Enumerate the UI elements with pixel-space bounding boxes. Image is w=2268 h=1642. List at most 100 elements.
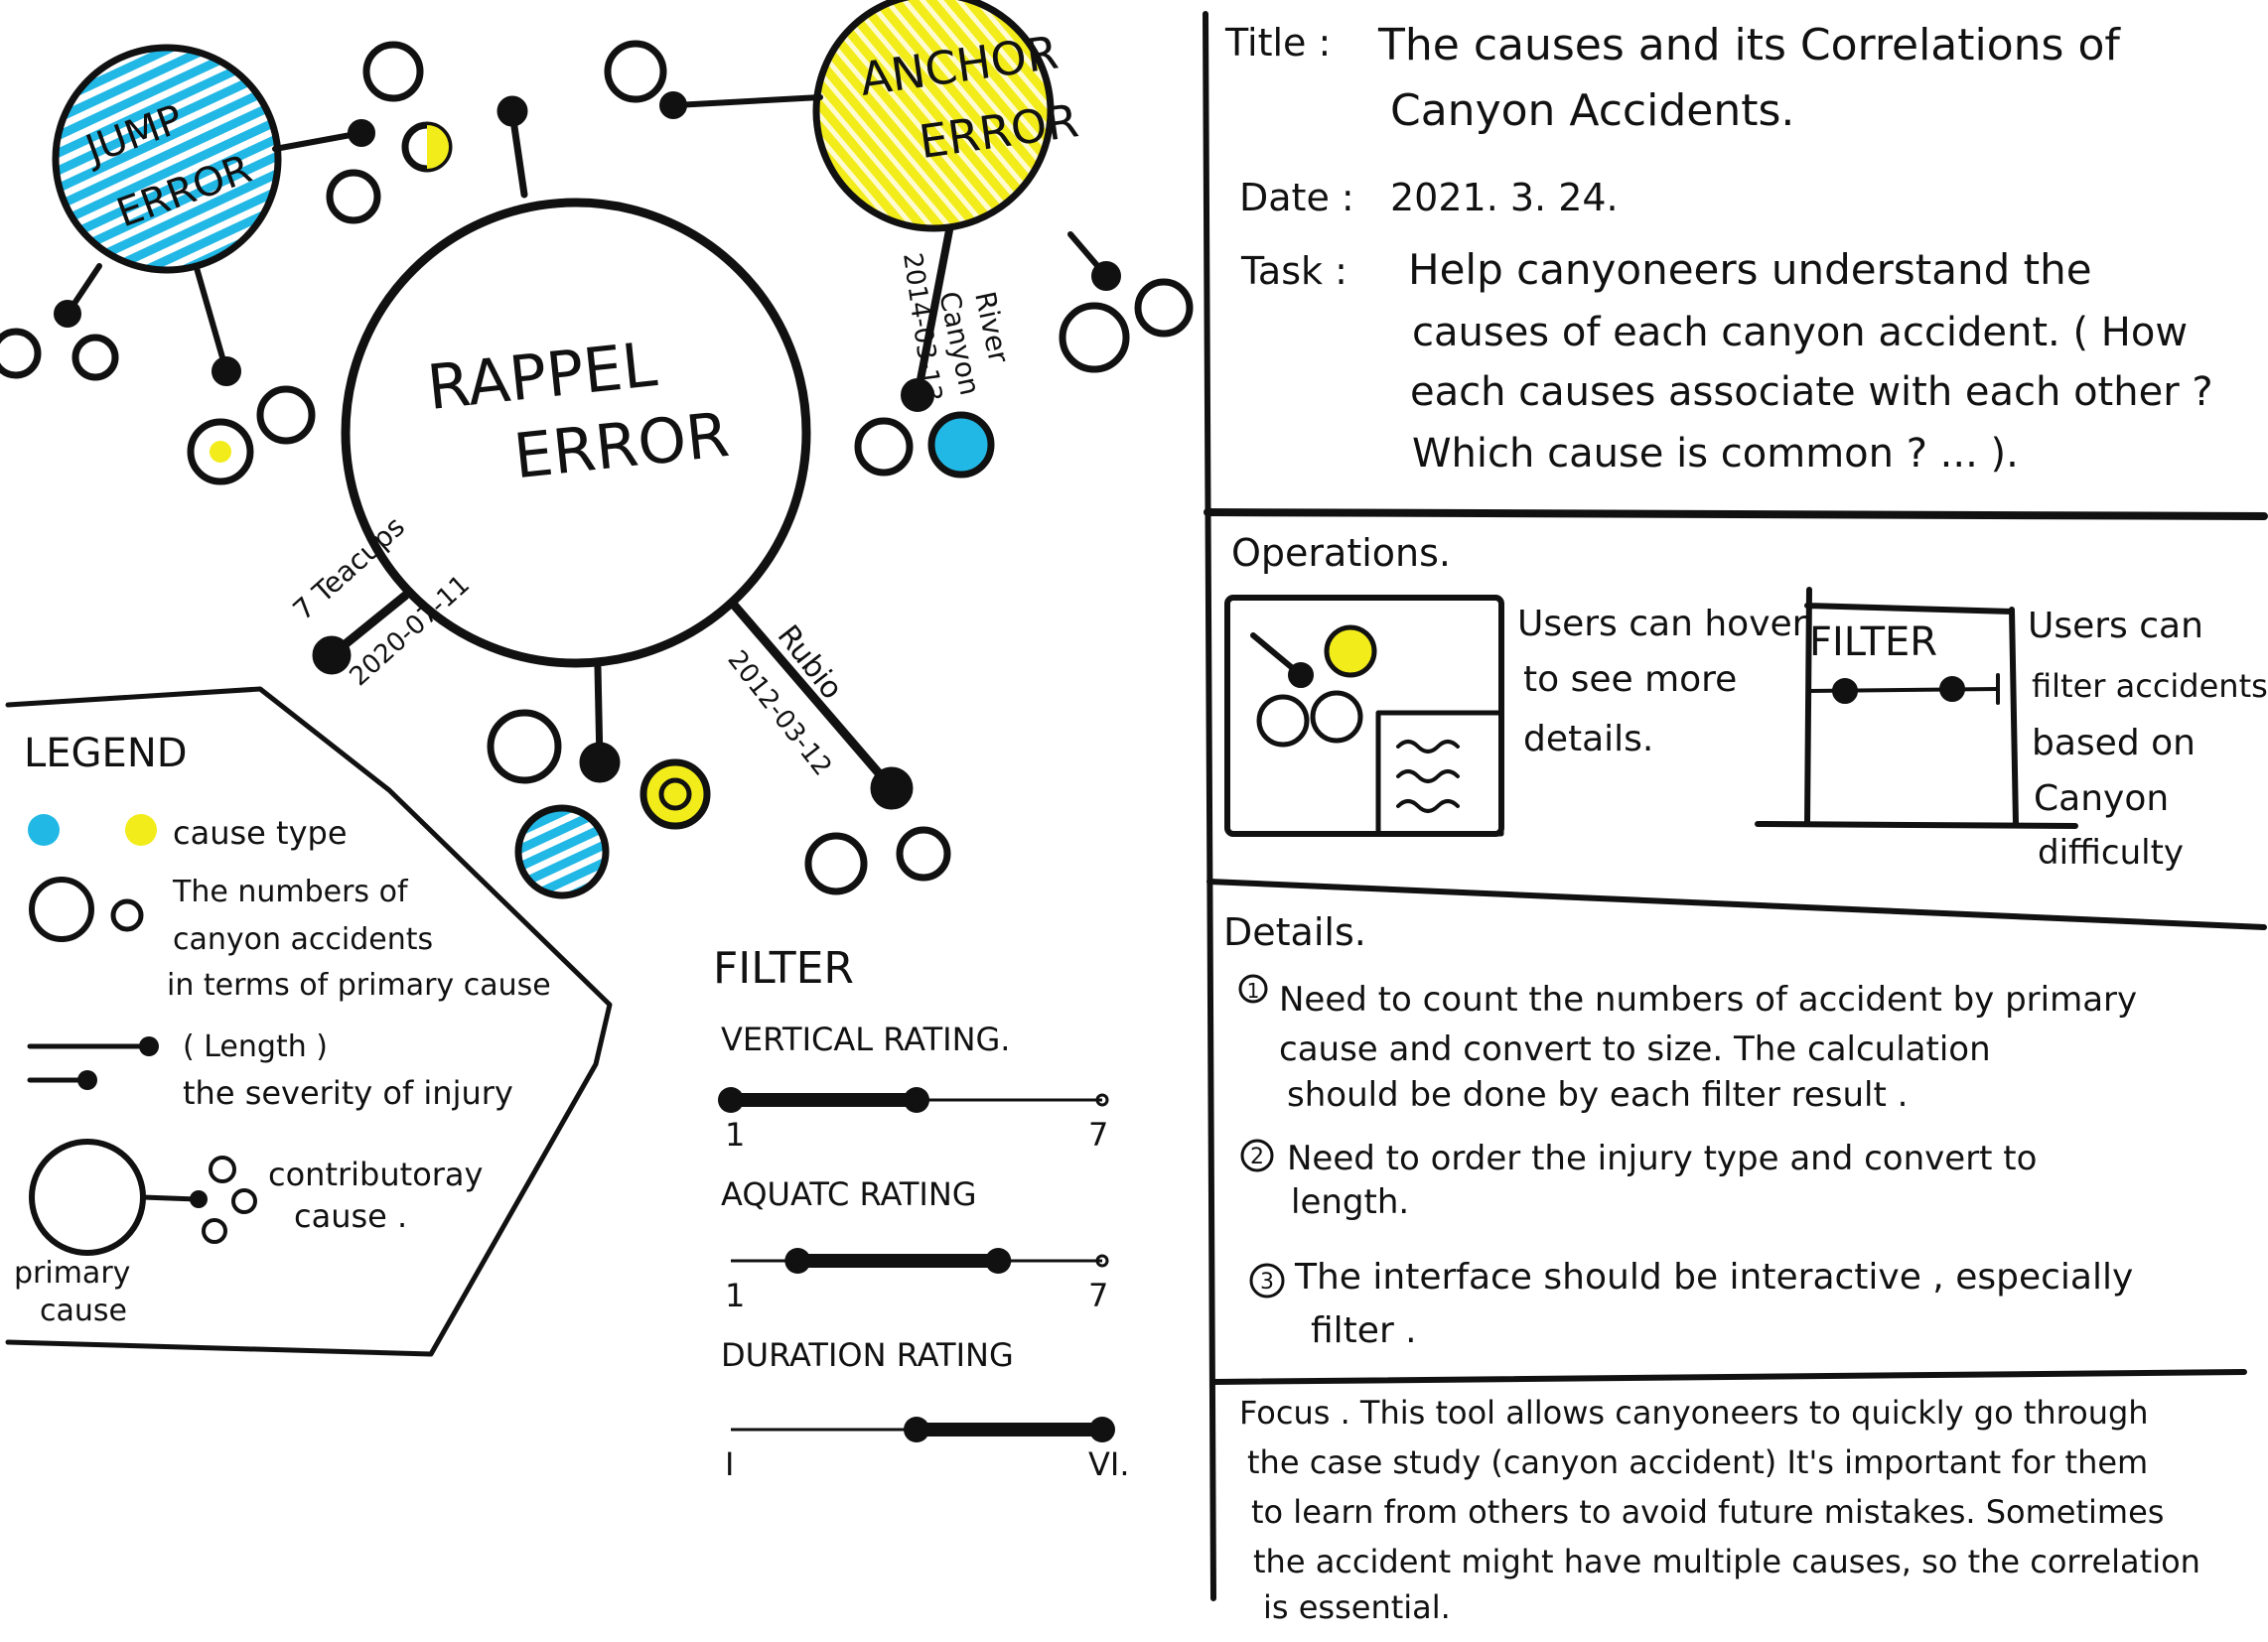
legend-primary-line2: cause	[40, 1294, 127, 1328]
detail-1-line-1: Need to count the numbers of accident by…	[1279, 980, 2137, 1020]
jump-contributory-causes	[0, 41, 453, 485]
contributory-cause-circle[interactable]	[927, 411, 995, 479]
filter-desc-1: Users can	[2028, 606, 2203, 646]
filter-mini-title: FILTER	[1809, 619, 1937, 665]
contributory-cause-circle[interactable]	[487, 709, 562, 784]
contributory-cause-circle[interactable]	[896, 826, 951, 882]
task-line-4: Which cause is common ? ... ).	[1412, 431, 2019, 477]
legend-size-small	[110, 898, 144, 932]
focus-line-4: the accident might have multiple causes,…	[1253, 1543, 2200, 1580]
legend: LEGEND cause type The numbers of canyon …	[5, 686, 613, 1357]
focus-line-2: the case study (canyon accident) It's im…	[1247, 1443, 2148, 1481]
legend-numbers-line3: in terms of primary cause	[167, 968, 551, 1003]
legend-size-large	[29, 877, 94, 942]
anchor-contributory-causes	[604, 40, 1194, 479]
contributory-cause-circle[interactable]	[1059, 302, 1130, 373]
contributory-cause-circle[interactable]	[187, 418, 254, 485]
range-slider-2[interactable]: AQUATC RATING 1 7	[721, 1175, 1109, 1314]
slider-min-handle[interactable]	[718, 1087, 744, 1113]
detail-1-line-3: should be done by each filter result .	[1287, 1075, 1908, 1115]
hover-desc-2: to see more	[1523, 659, 1737, 700]
title-line1: The causes and its Correlations of	[1377, 20, 2121, 70]
legend-severity-label: the severity of injury	[183, 1074, 513, 1112]
slider-max-handle[interactable]	[985, 1248, 1012, 1274]
contributory-cause-circle[interactable]	[71, 334, 119, 381]
detail-2-line-2: length.	[1291, 1182, 1409, 1222]
legend-numbers-line1: The numbers of	[172, 875, 409, 909]
cause-type-yellow	[125, 814, 157, 846]
jump-error-node[interactable]: JUMP ERROR	[52, 44, 282, 274]
title-label: Title :	[1224, 21, 1331, 65]
hover-desc-3: details.	[1523, 719, 1653, 759]
range-slider-3[interactable]: DURATION RATING I VI.	[721, 1336, 1130, 1483]
contributory-cause-circle[interactable]	[604, 40, 667, 103]
filter-desc-2: filter accidents	[2032, 667, 2268, 705]
contributory-cause-circle[interactable]	[326, 169, 381, 224]
slider-max-tick: VI.	[1088, 1445, 1130, 1483]
legend-contributory-line2: cause .	[294, 1197, 407, 1235]
detail-2-line-1: Need to order the injury type and conver…	[1287, 1139, 2037, 1178]
rappel-contributory-causes	[312, 95, 951, 899]
task-line-3: each causes associate with each other ?	[1410, 369, 2213, 415]
legend-length-label: ( Length )	[183, 1029, 328, 1064]
slider-label: VERTICAL RATING.	[721, 1021, 1010, 1058]
rappel-error-node[interactable]: RAPPEL ERROR	[341, 198, 811, 668]
legend-title: LEGEND	[24, 731, 188, 776]
contributory-cause-circle[interactable]	[639, 758, 711, 830]
contributory-cause-circle[interactable]	[514, 804, 610, 899]
filter-title: FILTER	[713, 943, 854, 994]
detail-item-2: 2 Need to order the injury type and conv…	[1240, 1139, 2037, 1222]
spec-panel: Title : The causes and its Correlations …	[1203, 11, 2268, 1626]
focus-line-3: to learn from others to avoid future mis…	[1251, 1493, 2164, 1531]
contributory-cause-circle[interactable]	[256, 385, 316, 445]
contributory-cause-circle[interactable]	[362, 41, 424, 102]
slider-min-handle[interactable]	[784, 1248, 811, 1274]
filter-desc-5: difficulty	[2038, 833, 2184, 873]
slider-min-tick: 1	[725, 1277, 745, 1314]
hover-sketch	[1224, 595, 1504, 837]
filter-desc-4: Canyon	[2034, 778, 2169, 819]
task-line-2: causes of each canyon accident. ( How	[1412, 310, 2188, 355]
slider-min-tick: 1	[725, 1116, 745, 1154]
slider-label: DURATION RATING	[721, 1336, 1014, 1374]
filter-mini-sketch	[1755, 587, 2078, 829]
detail-item-3: 3 The interface should be interactive , …	[1249, 1257, 2133, 1351]
contributory-cause-circle[interactable]	[804, 832, 868, 895]
filter-desc-3: based on	[2032, 723, 2196, 763]
slider-max-handle[interactable]	[1089, 1417, 1115, 1442]
contributory-cause-circle[interactable]	[1134, 278, 1194, 338]
slider-label: AQUATC RATING	[721, 1175, 977, 1213]
title-line2: Canyon Accidents.	[1390, 85, 1794, 136]
cause-type-label: cause type	[173, 814, 348, 852]
detail-3-line-1: The interface should be interactive , es…	[1294, 1257, 2133, 1298]
legend-contributory-line1: contributoray	[268, 1156, 483, 1193]
slider-max-handle[interactable]	[904, 1087, 929, 1113]
slider-max-tick: 7	[1088, 1277, 1108, 1314]
detail-3-line-2: filter .	[1311, 1310, 1417, 1351]
slider-min-tick: I	[725, 1445, 734, 1483]
date-value: 2021. 3. 24.	[1390, 176, 1619, 219]
slider-min-handle[interactable]	[904, 1417, 929, 1442]
slider-end-marker	[1095, 1254, 1109, 1268]
task-line-1: Help canyoneers understand the	[1408, 245, 2092, 294]
focus-line-5: is essential.	[1263, 1588, 1451, 1626]
focus-line-1: Focus . This tool allows canyoneers to q…	[1239, 1394, 2149, 1432]
svg-text:1: 1	[1247, 979, 1260, 1003]
detail-item-1: 1 Need to count the numbers of accident …	[1238, 974, 2137, 1115]
contributory-cause-circle[interactable]	[0, 328, 42, 379]
details-header: Details.	[1223, 910, 1366, 954]
anchor-error-node[interactable]: ANCHOR ERROR	[615, 0, 1081, 232]
detail-1-line-2: cause and convert to size. The calculati…	[1279, 1029, 1991, 1069]
legend-primary-line1: primary	[14, 1256, 130, 1291]
slider-end-marker	[1095, 1423, 1109, 1437]
contributory-cause-circle[interactable]	[854, 417, 914, 477]
hover-desc-1: Users can hover	[1517, 604, 1807, 644]
date-label: Date :	[1239, 176, 1354, 219]
legend-numbers-line2: canyon accidents	[173, 922, 433, 957]
task-label: Task :	[1240, 249, 1347, 293]
slider-max-tick: 7	[1088, 1116, 1108, 1154]
range-slider-1[interactable]: VERTICAL RATING. 1 7	[718, 1021, 1109, 1154]
cause-type-cyan	[28, 814, 60, 846]
